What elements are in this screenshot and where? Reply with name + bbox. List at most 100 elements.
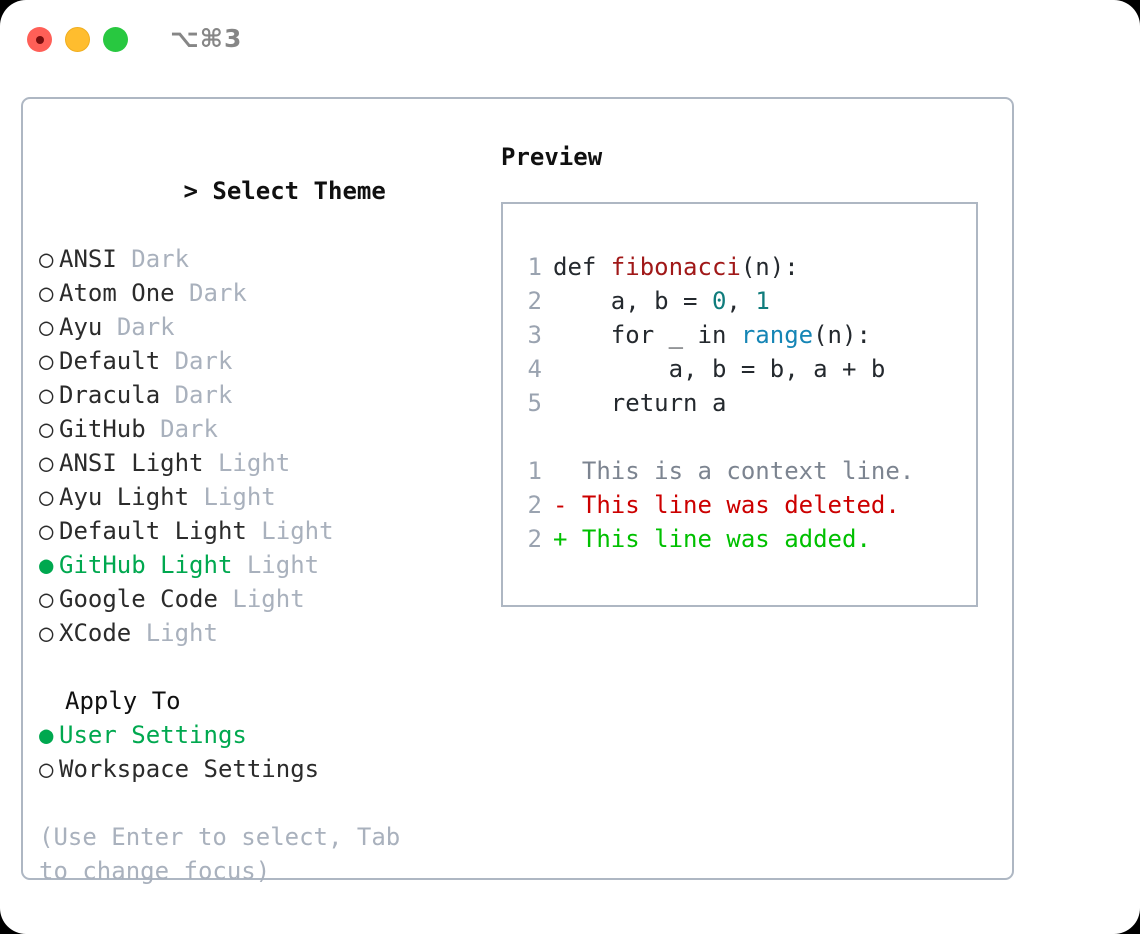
diff-marker-space <box>567 457 581 485</box>
theme-option-label: Dracula <box>59 381 161 409</box>
radio-unselected-icon: ○ <box>39 483 54 511</box>
theme-option-xcode[interactable]: ○XCode Light <box>39 616 499 650</box>
theme-option-category: Dark <box>174 381 233 409</box>
theme-option-category: Dark <box>189 279 247 307</box>
theme-option-ansi[interactable]: ○ANSI Dark <box>39 242 499 276</box>
theme-option-ansi-light[interactable]: ○ANSI Light Light <box>39 446 499 480</box>
code-token-fn: fibonacci <box>610 253 741 281</box>
code-line-number: 3 <box>527 321 542 349</box>
apply-to-option-user-settings[interactable]: ●User Settings <box>39 718 499 752</box>
radio-unselected-icon: ○ <box>39 381 54 409</box>
theme-option-dracula[interactable]: ○Dracula Dark <box>39 378 499 412</box>
theme-option-default-light[interactable]: ○Default Light Light <box>39 514 499 548</box>
theme-option-category: Light <box>246 551 320 579</box>
radio-unselected-icon: ○ <box>39 279 54 307</box>
diff-marker: + <box>553 525 568 553</box>
radio-unselected-icon: ○ <box>39 619 54 647</box>
code-token-plain: def <box>553 253 611 281</box>
apply-to-option-label: Workspace Settings <box>59 755 320 783</box>
code-line: 1 def fibonacci(n): <box>520 250 914 284</box>
theme-option-github-light[interactable]: ●GitHub Light Light <box>39 548 499 582</box>
keyboard-hint-text: (Use Enter to select, Tab to change focu… <box>39 823 415 885</box>
theme-option-google-code[interactable]: ○Google Code Light <box>39 582 499 616</box>
zoom-button-icon[interactable] <box>103 27 128 52</box>
hint-spacer <box>39 786 499 820</box>
minimize-button-icon[interactable] <box>65 27 90 52</box>
theme-list-header-label: Select Theme <box>212 177 386 205</box>
close-button-icon[interactable] <box>27 27 52 52</box>
theme-option-label: Ayu Light <box>59 483 190 511</box>
diff-marker <box>553 457 567 485</box>
code-token-plain: a, b = b, a + b <box>553 355 886 383</box>
diff-line-number: 1 <box>527 457 542 485</box>
diff-line-number: 2 <box>527 491 542 519</box>
theme-option-label: ANSI <box>59 245 117 273</box>
code-line: 5 return a <box>520 386 914 420</box>
close-dot-icon <box>35 35 44 44</box>
window-shortcut-label: ⌥⌘3 <box>170 24 243 53</box>
theme-option-category: Dark <box>116 313 175 341</box>
radio-unselected-icon: ○ <box>39 313 54 341</box>
apply-to-option-label: User Settings <box>59 721 247 749</box>
theme-option-default[interactable]: ○Default Dark <box>39 344 499 378</box>
theme-option-label: ANSI Light <box>59 449 204 477</box>
radio-selected-icon: ● <box>39 721 54 749</box>
code-token-num: 1 <box>755 287 770 315</box>
code-token-plain: a, b = <box>553 287 712 315</box>
theme-option-label: Default <box>59 347 161 375</box>
preview-title: Preview <box>501 143 603 171</box>
code-token-call: range <box>740 321 814 349</box>
radio-selected-icon: ● <box>39 551 54 579</box>
prompt-caret-icon: > <box>183 177 198 205</box>
diff-line-del: 2- This line was deleted. <box>520 488 914 522</box>
theme-option-label: Atom One <box>59 279 175 307</box>
theme-option-atom-one[interactable]: ○Atom One Dark <box>39 276 499 310</box>
radio-unselected-icon: ○ <box>39 585 54 613</box>
theme-option-label: Ayu <box>59 313 103 341</box>
radio-unselected-icon: ○ <box>39 517 54 545</box>
theme-option-category: Light <box>232 585 305 613</box>
diff-line-text: This is a context line. <box>581 457 915 485</box>
theme-option-category: Dark <box>174 347 233 375</box>
diff-line-ctx: 1 This is a context line. <box>520 454 915 488</box>
apply-to-title: Apply To <box>65 687 181 715</box>
diff-marker-space <box>567 491 581 519</box>
theme-option-label: GitHub <box>59 415 146 443</box>
theme-option-category: Dark <box>160 415 218 443</box>
code-line: 2 a, b = 0, 1 <box>520 284 914 318</box>
code-blank-line <box>520 420 914 454</box>
theme-option-github[interactable]: ○GitHub Dark <box>39 412 499 446</box>
diff-line-text: This line was added. <box>581 525 871 553</box>
code-line: 4 a, b = b, a + b <box>520 352 914 386</box>
theme-option-category: Light <box>145 619 218 647</box>
title-bar: ⌥⌘3 <box>0 0 1140 78</box>
code-line-number: 5 <box>527 389 542 417</box>
panel-columns: > Select Theme ○ANSI Dark○Atom One Dark○… <box>23 99 1012 885</box>
radio-unselected-icon: ○ <box>39 415 54 443</box>
theme-option-category: Light <box>261 517 334 545</box>
code-token-plain: (n): <box>813 321 871 349</box>
traffic-lights <box>27 27 128 52</box>
radio-unselected-icon: ○ <box>39 347 54 375</box>
theme-option-ayu[interactable]: ○Ayu Dark <box>39 310 499 344</box>
diff-line-number: 2 <box>527 525 542 553</box>
theme-option-label: Google Code <box>59 585 218 613</box>
apply-to-option-workspace-settings[interactable]: ○Workspace Settings <box>39 752 499 786</box>
radio-unselected-icon: ○ <box>39 755 54 783</box>
diff-marker: - <box>553 491 568 519</box>
code-line-number: 4 <box>527 355 542 383</box>
code-token-plain: (n): <box>740 253 799 281</box>
code-line-number: 1 <box>527 253 542 281</box>
code-token-plain: for _ in <box>553 321 741 349</box>
diff-line-text: This line was deleted. <box>581 491 900 519</box>
theme-option-label: Default Light <box>59 517 247 545</box>
diff-marker-space <box>567 525 581 553</box>
theme-list: ○ANSI Dark○Atom One Dark○Ayu Dark○Defaul… <box>39 242 499 650</box>
theme-option-ayu-light[interactable]: ○Ayu Light Light <box>39 480 499 514</box>
theme-selector-column: > Select Theme ○ANSI Dark○Atom One Dark○… <box>39 140 499 888</box>
theme-option-category: Dark <box>131 245 190 273</box>
code-token-num: 0 <box>711 287 727 315</box>
